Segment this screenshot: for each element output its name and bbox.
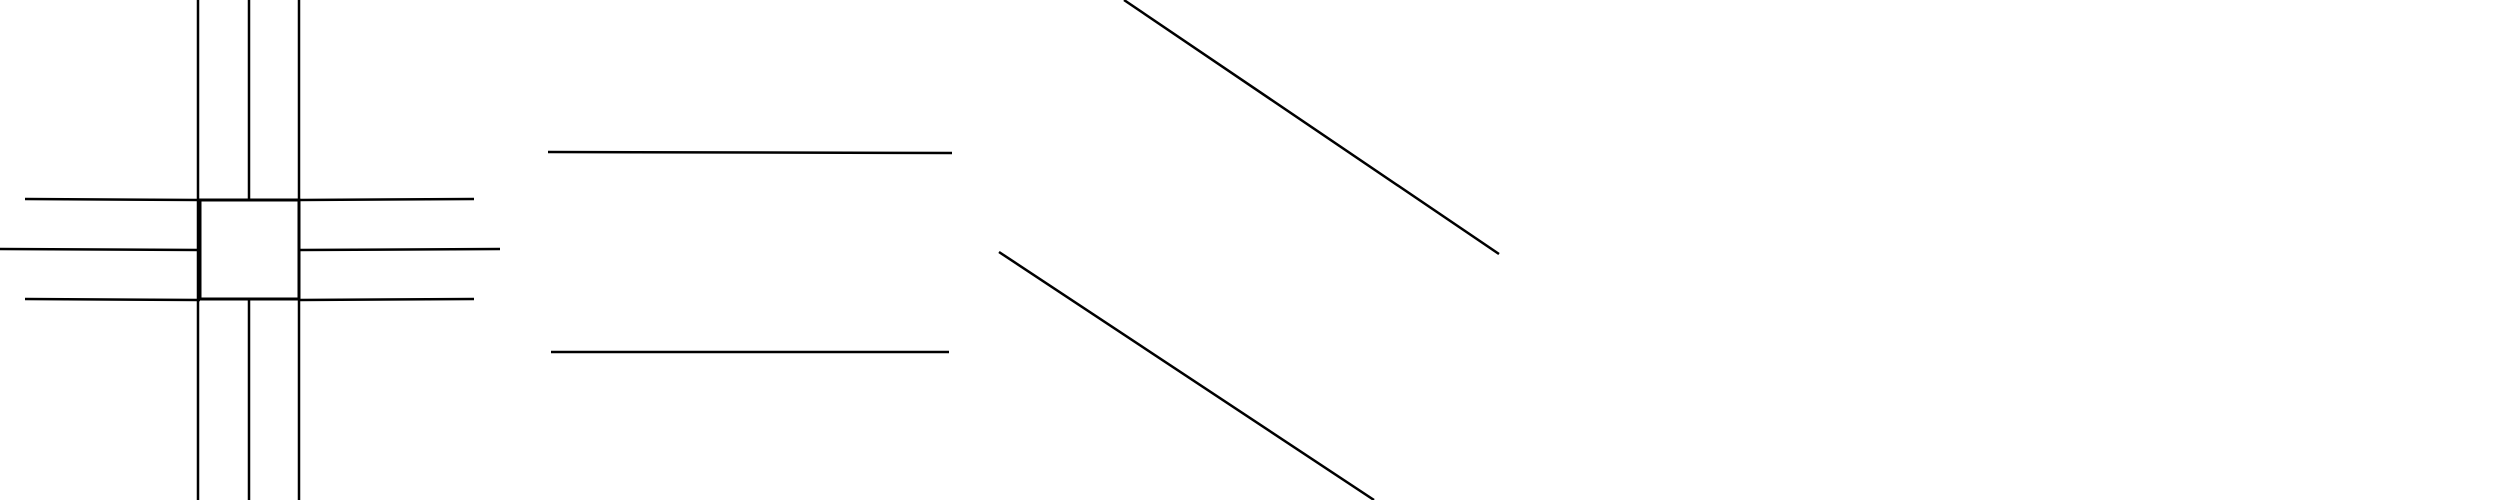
parallel-line-top: [547, 150, 953, 155]
horizontal-line-middle-right: [298, 247, 501, 252]
parallel-diagonal-lines: [998, 0, 1500, 500]
horizontal-line-middle-left: [0, 247, 201, 252]
crossing-lines-cluster: [0, 0, 501, 500]
parallel-horizontal-lines: [547, 150, 953, 354]
horizontal-line-top-left: [24, 197, 201, 202]
horizontal-line-bottom-left: [24, 297, 201, 302]
diagonal-line-upper: [1123, 0, 1500, 256]
diagonal-line-lower: [998, 250, 1375, 500]
horizontal-line-top-right: [298, 197, 475, 202]
horizontal-line-bottom-right: [298, 297, 475, 302]
center-square: [198, 198, 301, 301]
